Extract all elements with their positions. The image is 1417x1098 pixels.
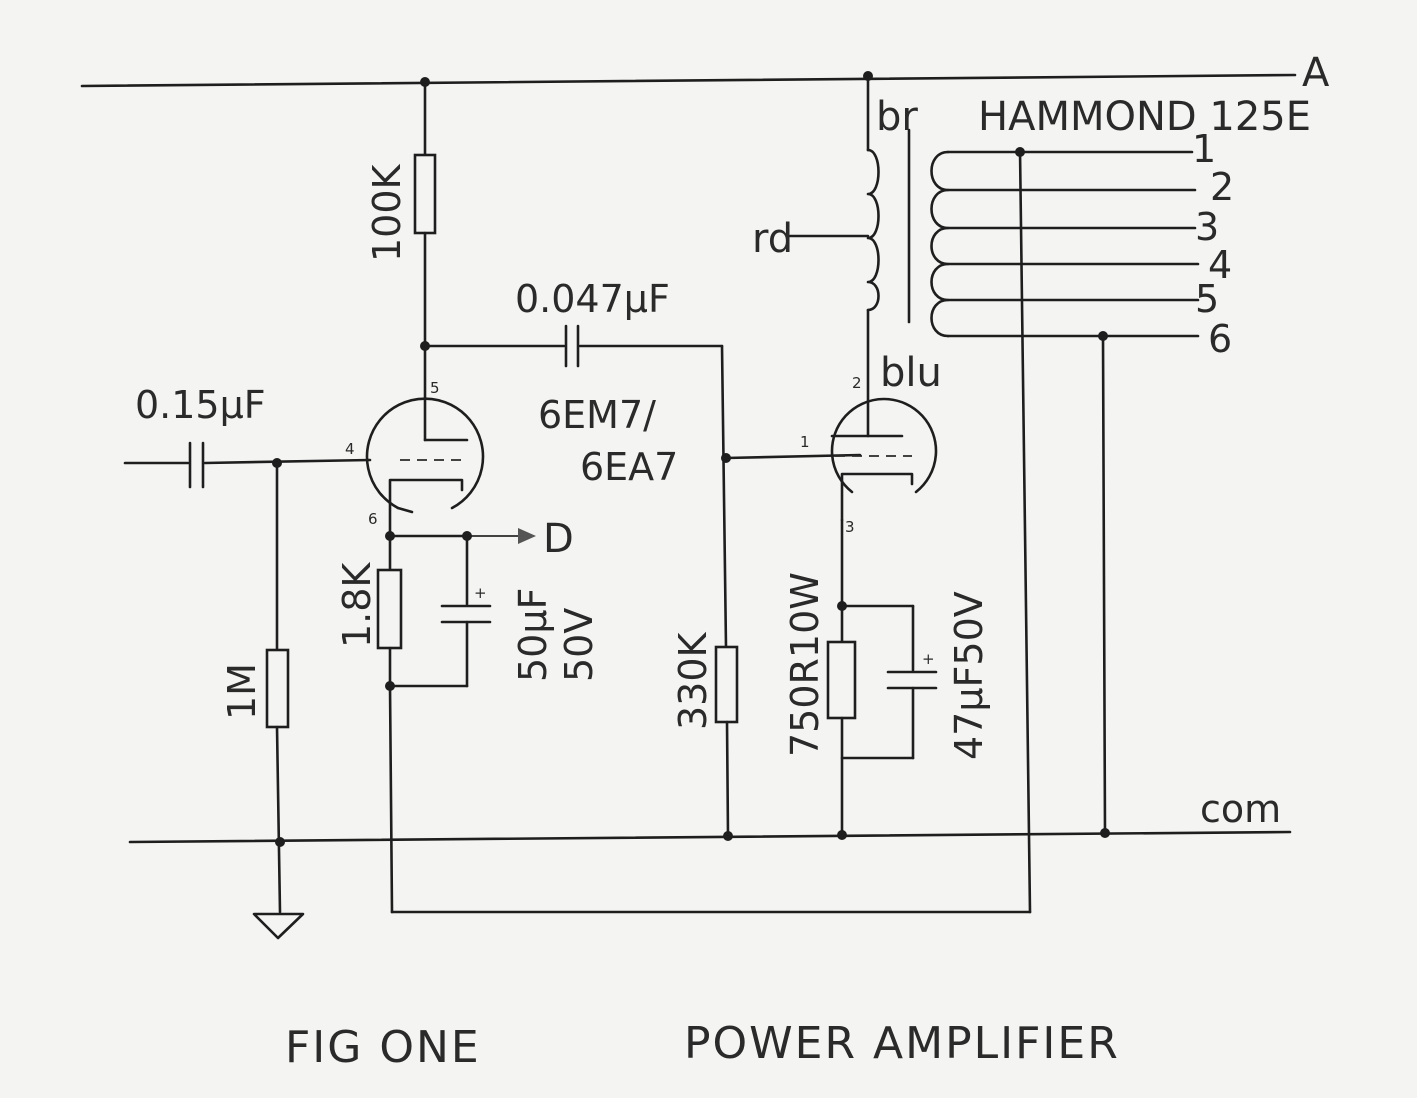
junction-dot (1015, 147, 1025, 157)
junction-dot (1098, 331, 1108, 341)
junction-dot (272, 458, 282, 468)
tube-v2-cathode (840, 472, 914, 522)
v2-pin-2: 2 (852, 374, 862, 392)
secondary-tap-2-label: 2 (1210, 165, 1234, 209)
grid1-wire (203, 458, 372, 465)
junction-dot (420, 341, 430, 351)
tube-v1-envelope-tail (396, 506, 414, 514)
input-cap-label: 0.15µF (135, 383, 266, 427)
bypass1-label-line1: 50µF (511, 588, 555, 682)
lead-blu-label: blu (880, 350, 942, 396)
tube-v2-envelope (830, 397, 938, 494)
secondary-tap-4-label: 4 (1208, 243, 1232, 287)
output-d-label: D (543, 516, 574, 562)
cathode1-resistor-label: 1.8K (335, 562, 379, 648)
bypass1-plus-sign: + (474, 584, 487, 602)
junction-dot (385, 531, 395, 541)
junction-dot (723, 831, 733, 841)
grid-resistor (265, 648, 290, 729)
ground-icon (252, 912, 305, 940)
junction-dot (462, 531, 472, 541)
output-d-arrow-icon (518, 528, 536, 544)
secondary-tap-1-label: 1 (1192, 127, 1216, 171)
transformer-primary-coil (866, 148, 880, 312)
tube-type-label-line2: 6EA7 (580, 445, 678, 489)
junction-dot (863, 71, 873, 81)
v1-pin-4: 4 (345, 440, 355, 458)
junction-dot (420, 77, 430, 87)
secondary-tap-3-label: 3 (1195, 205, 1219, 249)
junction-dot (837, 830, 847, 840)
tube-type-label-line1: 6EM7/ (538, 393, 656, 437)
grid2-resistor (714, 645, 739, 724)
cathode2-resistor (826, 640, 857, 720)
transformer-model-label: HAMMOND 125E (978, 94, 1311, 140)
v1-pin-6: 6 (368, 510, 378, 528)
bypass2-label: 47µF50V (947, 591, 991, 760)
secondary-tap-5-label: 5 (1195, 277, 1219, 321)
junction-dot (837, 601, 847, 611)
grid2-resistor-label: 330K (671, 631, 715, 730)
junction-dot (1100, 828, 1110, 838)
plate-resistor (413, 153, 437, 235)
grid2-resistor-wire-bottom (725, 720, 730, 838)
junction-dot (721, 453, 731, 463)
transformer-secondary-coil (930, 150, 950, 338)
secondary-common-wire (1101, 334, 1107, 836)
figure-caption: FIG ONE (285, 1022, 481, 1073)
lead-rd-label: rd (752, 216, 793, 262)
bypass2-plus-sign: + (922, 650, 935, 668)
v2-pin-1: 1 (800, 433, 810, 451)
coupling-cap-label: 0.047µF (515, 277, 670, 321)
tube-v1-envelope (365, 397, 485, 510)
bypass1-label-line2: 50V (557, 608, 601, 682)
feedback-wire-up (1018, 148, 1032, 914)
secondary-tap-6-label: 6 (1208, 317, 1232, 361)
cathode2-resistor-label: 750R10W (783, 572, 827, 757)
diagram-title: POWER AMPLIFIER (684, 1018, 1120, 1069)
tube-v1-cathode (388, 478, 464, 534)
cathode1-resistor (376, 568, 403, 650)
feedback-wire-down (388, 684, 394, 914)
plate-resistor-label: 100K (365, 163, 409, 262)
node-a-label: A (1302, 50, 1330, 96)
rail-a-wire (80, 73, 1297, 88)
grid2-resistor-wire-top (720, 344, 728, 649)
junction-dot (275, 837, 285, 847)
grid-resistor-label: 1M (220, 663, 264, 720)
lead-br-label: br (876, 94, 918, 140)
junction-dot (385, 681, 395, 691)
node-com-label: com (1200, 787, 1281, 831)
v2-pin-3: 3 (845, 518, 855, 536)
rail-com-wire (128, 830, 1292, 844)
v1-pin-5: 5 (430, 379, 440, 397)
grid-resistor-wire-bottom (275, 725, 282, 914)
